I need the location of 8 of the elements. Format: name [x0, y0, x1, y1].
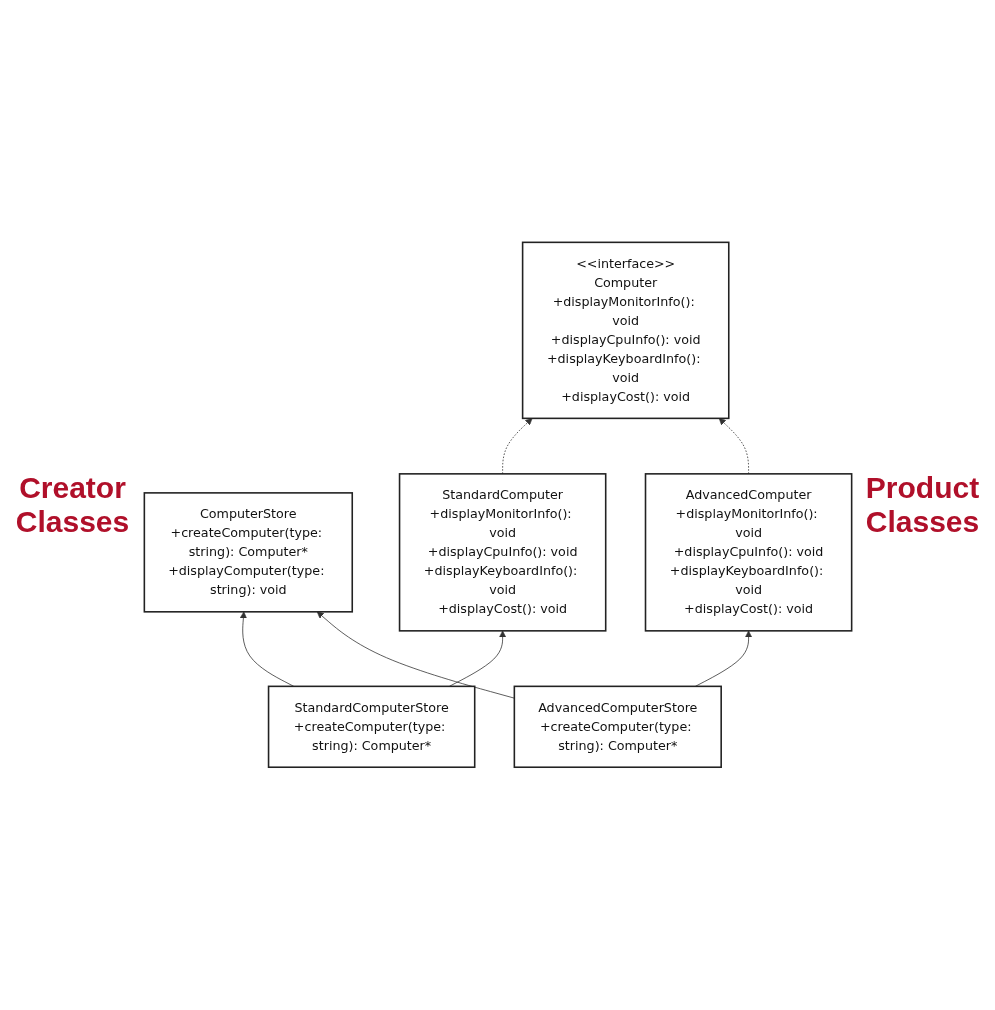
node-box: ComputerStore +createComputer(type: string): Computer* +displayComputer(type: string): void — [143, 492, 353, 613]
node-box: AdvancedComputer +displayMonitorInfo(): void +displayCpuInfo(): void +displayKeyboardInfo(): void +displayCost(): void — [644, 473, 852, 632]
node-box: <<interface>> Computer +displayMonitorInfo(): void +displayCpuInfo(): void +displayKeyboardInfo(): void +displayCost(): void — [521, 241, 730, 420]
node-box: StandardComputerStore +createComputer(type: string): Computer* — [267, 685, 475, 769]
bracket-label: Product Classes — [864, 471, 981, 539]
node-box: AdvancedComputerStore +createComputer(type: string): Computer* — [513, 685, 722, 769]
node-box: StandardComputer +displayMonitorInfo(): void +displayCpuInfo(): void +displayKeyboardInfo(): void +displayCost(): void — [398, 473, 606, 632]
bracket-label: Creator Classes — [14, 471, 131, 539]
